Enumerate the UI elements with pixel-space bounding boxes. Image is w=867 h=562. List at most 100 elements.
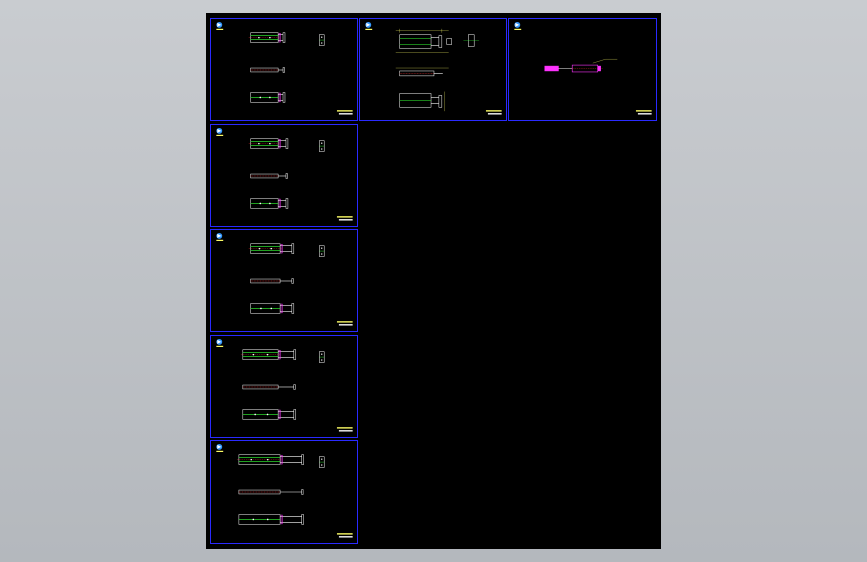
mount-hole [258, 142, 260, 145]
title-block [336, 427, 353, 432]
cylinder-bottom-view [250, 198, 289, 209]
cad-logo-icon [216, 21, 224, 30]
title-block-title [336, 427, 353, 429]
bottom-hole [252, 518, 255, 521]
bottom-hole [254, 413, 256, 416]
bottom-rod-end [282, 92, 286, 103]
bottom-hole [266, 518, 269, 521]
title-block-title [485, 110, 502, 112]
bottom-hole [259, 202, 262, 205]
mount-hole [270, 247, 273, 250]
bottom-seal [278, 409, 281, 420]
cylinder-side-view [238, 489, 304, 495]
cylinder-side-view [250, 173, 288, 179]
single-part-view [544, 59, 618, 73]
title-block-code [338, 324, 353, 326]
rod-seal [280, 243, 283, 254]
end-view-outline [319, 140, 325, 152]
end-view-outline [319, 34, 325, 46]
bottom-hole [269, 202, 271, 205]
cylinder-top-view [248, 243, 295, 254]
cylinder-bottom-view [250, 92, 286, 103]
mount-hole [269, 36, 271, 39]
drawing-sheet-6[interactable] [210, 335, 358, 438]
cylinder-side-view [242, 384, 296, 390]
cylinder-end-view [319, 140, 325, 152]
end-view-port [321, 142, 323, 144]
bottom-rod-end [291, 303, 295, 314]
title-block [485, 110, 502, 115]
bottom-seal [280, 303, 283, 314]
detail-top-view [395, 28, 480, 53]
drawing-sheet-3[interactable] [508, 18, 657, 121]
bottom-body [250, 198, 279, 209]
sheet-4-drawing [216, 127, 353, 221]
end-view-outline [319, 351, 325, 363]
detail-rod-end [438, 35, 443, 48]
bottom-hole [260, 307, 262, 310]
cylinder-end-view [319, 351, 325, 363]
rod-seal [278, 349, 281, 360]
title-block [336, 533, 353, 538]
part-piston [544, 65, 559, 72]
cylinder-end-view [319, 34, 325, 46]
mount-hole [266, 353, 269, 356]
end-view-port [321, 353, 323, 355]
side-rod-end [291, 278, 294, 284]
title-block [635, 110, 652, 115]
mount-hole [258, 36, 260, 39]
sheet-7-drawing [216, 443, 353, 538]
title-block-code [637, 113, 652, 115]
cad-logo-icon [216, 127, 224, 136]
drawing-sheet-4[interactable] [210, 124, 358, 227]
sheet-3-drawing [514, 21, 652, 115]
end-view-port [321, 458, 323, 460]
part-cap [597, 65, 601, 72]
bottom-hole [270, 307, 273, 310]
bottom-body [238, 514, 281, 525]
rod-end-plate [282, 32, 286, 43]
sheet-5-drawing [216, 232, 353, 326]
title-block-code [338, 430, 353, 432]
drawing-canvas[interactable] [206, 13, 661, 549]
cylinder-end-view [319, 245, 325, 257]
title-block [336, 321, 353, 326]
cad-logo-icon [514, 21, 522, 30]
detail-side-view [395, 67, 449, 77]
bottom-hole [259, 96, 262, 99]
drawing-sheet-2[interactable] [359, 18, 507, 121]
leader-line [592, 59, 606, 64]
detail-end-block [446, 38, 452, 45]
sheet-2-drawing [365, 21, 502, 115]
bottom-hole [266, 413, 269, 416]
cylinder-end-view [319, 456, 325, 468]
end-view-port [321, 247, 323, 249]
mount-hole [266, 458, 269, 461]
cylinder-bottom-view [238, 514, 304, 525]
title-block-code [487, 113, 502, 115]
drawing-sheet-1[interactable] [210, 18, 358, 121]
mount-hole [252, 353, 255, 356]
cylinder-side-view [250, 278, 294, 284]
bottom-rod-end [285, 198, 289, 209]
detail-bottom-end [438, 95, 443, 108]
rod-end-plate [301, 454, 304, 465]
cylinder-side-view [250, 67, 285, 73]
drawing-sheet-7[interactable] [210, 440, 358, 544]
sheet-1-drawing [216, 21, 353, 115]
drawing-sheet-5[interactable] [210, 229, 358, 332]
bottom-rod-end [293, 409, 297, 420]
title-block-title [336, 533, 353, 535]
cad-logo-icon [365, 21, 373, 30]
end-view-port [321, 253, 323, 255]
title-block-code [338, 113, 353, 115]
title-block-title [336, 110, 353, 112]
cylinder-body [250, 243, 281, 254]
title-block-code [338, 536, 353, 538]
cylinder-top-view [248, 138, 289, 149]
cad-logo-icon [216, 443, 224, 452]
mount-hole [258, 247, 261, 250]
end-view-outline [319, 456, 325, 468]
cylinder-top-view [236, 454, 304, 465]
cylinder-top-view [240, 349, 297, 360]
